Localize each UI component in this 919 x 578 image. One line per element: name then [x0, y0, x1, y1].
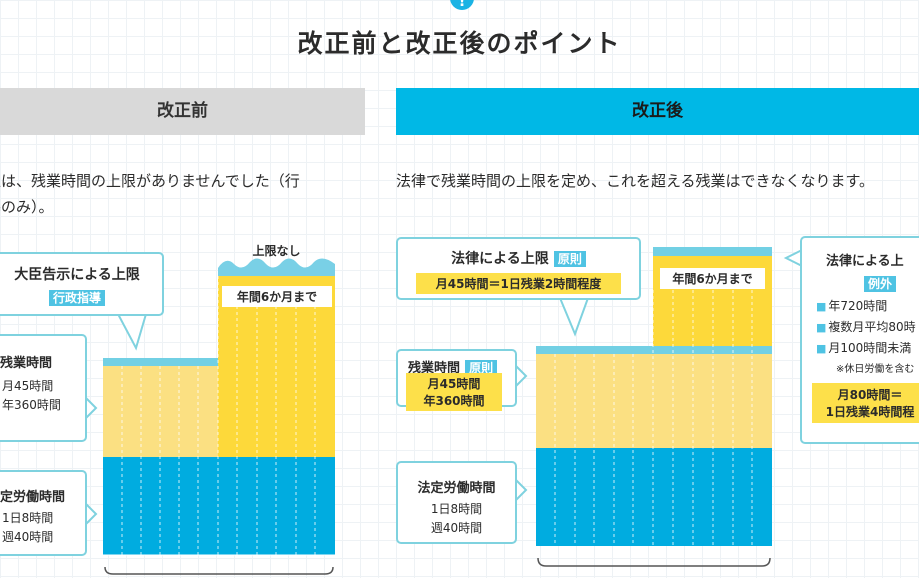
callout-exception: 法律による上 例外 年720時間 複数月平均80時 月100時間未満 ※休日労働…	[800, 236, 919, 444]
callout-before-legal: 定労働時間 1日8時間 週40時間	[0, 470, 87, 556]
after-overtime-tag: 原則	[465, 360, 498, 376]
after-chart	[536, 247, 772, 567]
exception-box-line1: 月80時間＝	[837, 388, 903, 402]
notice-tag: 行政指導	[48, 290, 105, 306]
after-overtime-title: 残業時間	[408, 361, 461, 376]
exception-item: 月100時間未満	[816, 339, 919, 356]
notice-title: 大臣告示による上限	[14, 267, 140, 283]
after-top-cap	[653, 247, 772, 256]
after-cap	[536, 346, 772, 354]
exception-title: 法律による上	[826, 254, 904, 269]
law-limit-box: 月45時間＝1日残業2時間程度	[416, 273, 621, 294]
after-overtime-block	[536, 354, 772, 448]
callout-law-limit: 法律による上限 原則 月45時間＝1日残業2時間程度	[396, 237, 641, 300]
description-before-line2: 導のみ）。	[0, 198, 54, 216]
before-overtime-title: 残業時間	[0, 356, 53, 371]
before-legal-title: 定労働時間	[0, 490, 66, 505]
after-legal-line2: 週40時間	[430, 521, 483, 535]
before-overtime-line1: 月45時間	[2, 379, 54, 393]
before-wavy-top	[218, 258, 335, 276]
header-before: 改正前	[0, 88, 365, 135]
before-cap	[103, 358, 218, 366]
header-after: 改正後	[396, 88, 919, 135]
description-before: 上は、残業時間の上限がありませんでした（行 導のみ）。	[0, 168, 336, 220]
before-six-months-label: 年間6か月まで	[222, 286, 332, 307]
law-limit-title: 法律による上限	[451, 251, 549, 267]
callout-notice: 大臣告示による上限 行政指導	[0, 252, 164, 316]
info-icon: !	[450, 0, 474, 10]
page-title: 改正前と改正後のポイント	[297, 29, 622, 58]
exception-item: 年720時間	[816, 297, 919, 314]
exception-box: 月80時間＝ 1日残業4時間程	[812, 383, 919, 423]
after-overtime-line1: 月45時間	[427, 377, 481, 391]
callout-before-overtime: 残業時間 月45時間 年360時間	[0, 334, 87, 442]
description-after: 法律で残業時間の上限を定め、これを超える残業はできなくなります。	[396, 172, 875, 190]
exception-item: 複数月平均80時	[816, 318, 919, 335]
after-overtime-box: 月45時間 年360時間	[406, 373, 502, 411]
law-limit-tag: 原則	[553, 251, 586, 267]
after-legal-title: 法定労働時間	[417, 481, 496, 496]
before-legal-line1: 1日8時間	[2, 511, 54, 525]
before-overtime-block	[103, 366, 218, 457]
after-six-months-label: 年間6か月まで	[660, 268, 765, 289]
before-overtime-line2: 年360時間	[2, 398, 61, 412]
before-legal-line2: 週40時間	[2, 530, 54, 544]
exception-note: ※休日労働を含む	[836, 364, 915, 375]
after-legal-line1: 1日8時間	[430, 502, 483, 516]
description-before-line1: 上は、残業時間の上限がありませんでした（行	[0, 172, 300, 190]
after-overtime-line2: 年360時間	[423, 394, 485, 408]
exception-box-line2: 1日残業4時間程	[825, 405, 915, 419]
no-limit-label: 上限なし	[252, 244, 301, 258]
after-legal-block	[536, 448, 772, 546]
callout-after-legal: 法定労働時間 1日8時間 週40時間	[396, 461, 517, 544]
exception-tag: 例外	[864, 276, 897, 292]
before-legal-block	[103, 457, 335, 555]
